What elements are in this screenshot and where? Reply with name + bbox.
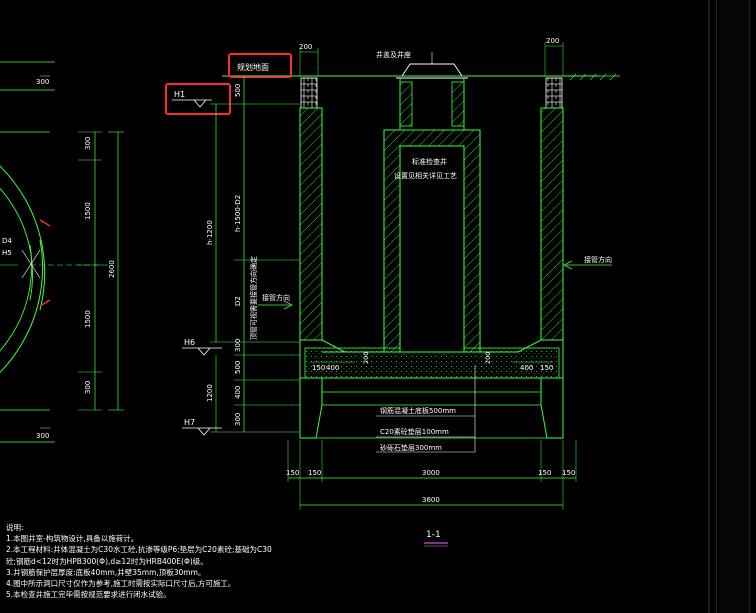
dim-v-500: 500 <box>234 361 242 374</box>
section-title: 1-1 <box>426 530 441 540</box>
dim-b-3600: 3600 <box>422 496 440 504</box>
chamber-section <box>299 52 564 439</box>
dim-b-150-c: 150 <box>538 469 551 477</box>
dim-slab-150-left: 150 <box>312 364 325 372</box>
dim-b-150-d: 150 <box>562 469 575 477</box>
dim-v-300: 300 <box>234 339 242 352</box>
dim-b-150-b: 150 <box>308 469 321 477</box>
label-h6: H6 <box>184 338 195 347</box>
design-notes: 说明: 1.本图井室-构筑物设计,具备以施荷计。 2.本工程材料:井体混凝土为C… <box>6 522 336 600</box>
plan-view <box>0 61 124 443</box>
notes-item: 4.图中所示洞口尺寸仅作为参考,施工时需按实际口尺寸后,方可施工。 <box>6 579 236 589</box>
label-standard-shaft: 标准检查井 <box>412 157 447 166</box>
label-inflow-direction: 接管方向 <box>262 293 290 302</box>
dim-v-h-1500-d2: h-1500-D2 <box>234 195 242 232</box>
dim-v-300b: 300 <box>234 413 242 426</box>
notes-item: 3.井钢筋保护层厚度:底板40mm,井壁35mm,顶板30mm。 <box>6 567 206 577</box>
highlight-planned-ground <box>228 53 292 78</box>
dim-plan-1500-b: 1500 <box>84 310 92 328</box>
dim-slab-400-right: 400 <box>520 364 533 372</box>
label-base-c20: C20素砼垫层100mm <box>380 427 449 436</box>
notes-item: 5.本检查井施工完毕需按规范要求进行闭水试验。 <box>6 590 171 600</box>
dim-plan-2600: 2600 <box>108 260 116 278</box>
dim-plan-300-top: 300 <box>36 78 49 86</box>
dim-v-500-top: 500 <box>234 84 242 97</box>
label-base-gravel: 砂砾石垫层300mm <box>380 443 442 452</box>
inflow-arrow <box>258 300 293 310</box>
dim-plan-1500-a: 1500 <box>84 202 92 220</box>
dim-b-150-a: 150 <box>286 469 299 477</box>
label-base-slab: 钢筋混凝土底板500mm <box>380 406 456 415</box>
label-planned-ground: 规划地面 <box>237 62 269 72</box>
dim-plan-300-bottom: 300 <box>36 432 49 440</box>
dim-top-right-200: 200 <box>546 37 559 45</box>
vertical-scrollbar[interactable] <box>708 0 756 613</box>
h1-level-marker <box>172 99 212 108</box>
dim-slab-200-left: 200 <box>362 352 370 364</box>
notes-item: 1.本图井室-构筑物设计,具备以施荷计。 <box>6 534 139 544</box>
dim-plan-300-b: 300 <box>84 381 92 394</box>
label-shaft-note: 设置见相关详见工艺 <box>394 171 457 180</box>
dim-v-1200: 1200 <box>206 384 214 402</box>
dim-slab-200-right: 200 <box>484 352 492 364</box>
scrollbar-thumb[interactable] <box>716 0 750 613</box>
label-h5: H5 <box>2 249 12 257</box>
h6-level-marker <box>182 347 222 356</box>
highlight-h1 <box>165 83 231 115</box>
outflow-arrow <box>563 260 612 270</box>
dim-v-400: 400 <box>234 386 242 399</box>
dim-top-left-200: 200 <box>299 43 312 51</box>
label-h1: H1 <box>174 90 185 99</box>
notes-title: 说明: <box>6 523 24 532</box>
label-outflow-direction: 接管方向 <box>584 255 612 264</box>
label-h7: H7 <box>184 418 195 427</box>
label-pipe-note: 顶管可视需要接管方向确定 <box>249 256 258 340</box>
base-leader-lines <box>376 365 476 453</box>
h7-level-marker <box>182 427 222 436</box>
vertical-dimension-chain <box>210 75 300 433</box>
dim-v-d2: D2 <box>234 296 242 306</box>
bottom-dimensions <box>287 440 577 510</box>
dim-slab-400-left: 400 <box>326 364 339 372</box>
dim-plan-300-a: 300 <box>84 137 92 150</box>
top-dimensions <box>299 42 564 76</box>
dim-b-3000: 3000 <box>422 469 440 477</box>
label-well-cover: 井盖及井座 <box>376 50 411 59</box>
dim-v-h-1200: h-1200 <box>206 220 214 245</box>
dim-slab-150-right: 150 <box>540 364 553 372</box>
notes-item: 2.本工程材料:井体混凝土为C30水工砼,抗渗等级P6;垫层为C20素砼;基础为… <box>6 545 272 555</box>
notes-item: 砼;钢筋d<12时为HPB300(Φ),d≥12时为HRB400E(Φ)级。 <box>6 556 208 566</box>
label-d4: D4 <box>2 237 12 245</box>
